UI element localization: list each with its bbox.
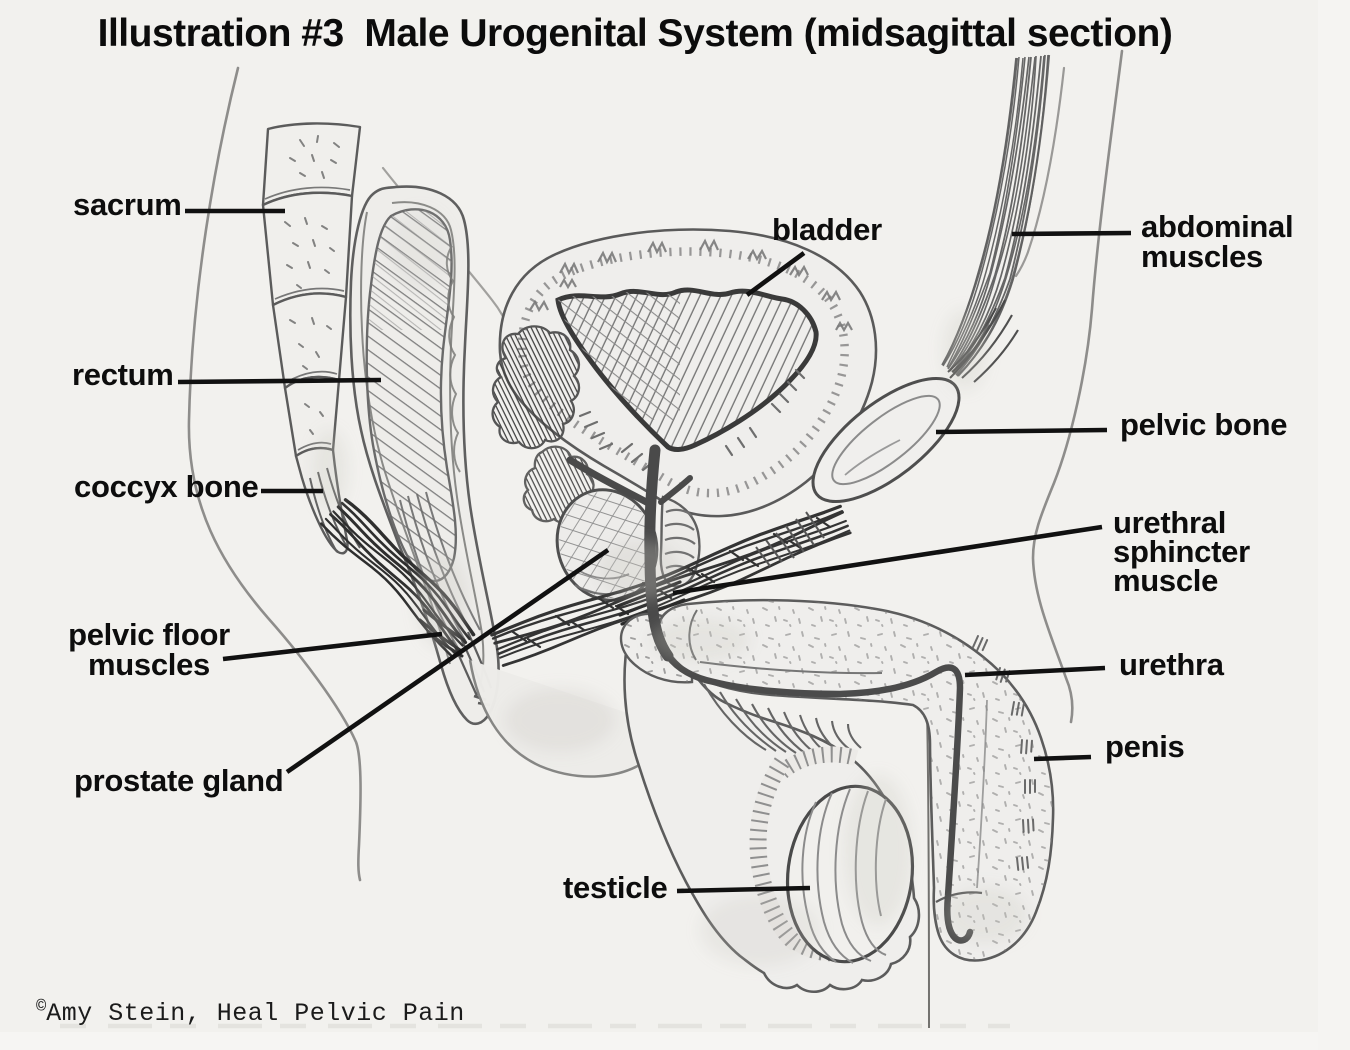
leader-rectum bbox=[177, 377, 382, 385]
leader-urethra bbox=[964, 665, 1106, 678]
label-abdominal-muscles: abdominal muscles bbox=[1141, 209, 1294, 274]
leader-urethral-sphincter-muscle bbox=[672, 524, 1103, 596]
label-bladder: bladder bbox=[772, 212, 882, 247]
leader-prostate-gland bbox=[285, 548, 610, 774]
label-urethra: urethra bbox=[1119, 647, 1224, 682]
paper-edge-right bbox=[1318, 0, 1350, 1050]
bladder-shape bbox=[498, 228, 878, 518]
leader-pelvic-bone bbox=[935, 427, 1108, 435]
credit-line: ©Amy Stein, Heal Pelvic Pain bbox=[36, 998, 465, 1028]
leader-abdominal-muscles bbox=[1011, 230, 1132, 237]
label-sacrum: sacrum bbox=[73, 187, 182, 222]
leader-lines bbox=[177, 208, 1132, 894]
label-rectum: rectum bbox=[72, 357, 174, 392]
credit-text: Amy Stein, Heal Pelvic Pain bbox=[46, 999, 465, 1028]
leader-bladder bbox=[745, 251, 806, 297]
label-pelvic-bone: pelvic bone bbox=[1120, 407, 1288, 442]
label-prostate-gland: prostate gland bbox=[74, 763, 284, 798]
pencil-shading bbox=[312, 210, 1027, 966]
paper-edge-bottom bbox=[0, 1032, 1350, 1050]
leader-penis bbox=[1033, 754, 1092, 762]
leader-pelvic-floor-muscles bbox=[222, 631, 443, 662]
page-title: Illustration #3 Male Urogenital System (… bbox=[97, 12, 1173, 55]
leader-testicle bbox=[676, 885, 811, 894]
label-urethral-sphincter-muscle: urethral sphincter muscle bbox=[1113, 505, 1250, 598]
median-raphe bbox=[926, 711, 930, 1029]
pelvic-bone-shape bbox=[755, 376, 961, 567]
label-coccyx-bone: coccyx bone bbox=[74, 469, 259, 504]
label-testicle: testicle bbox=[563, 870, 668, 905]
label-pelvic-floor-muscles: pelvic floor muscles bbox=[68, 617, 230, 682]
sacrum-texture bbox=[284, 135, 340, 435]
label-penis: penis bbox=[1105, 729, 1185, 764]
copyright-symbol: © bbox=[36, 998, 47, 1017]
